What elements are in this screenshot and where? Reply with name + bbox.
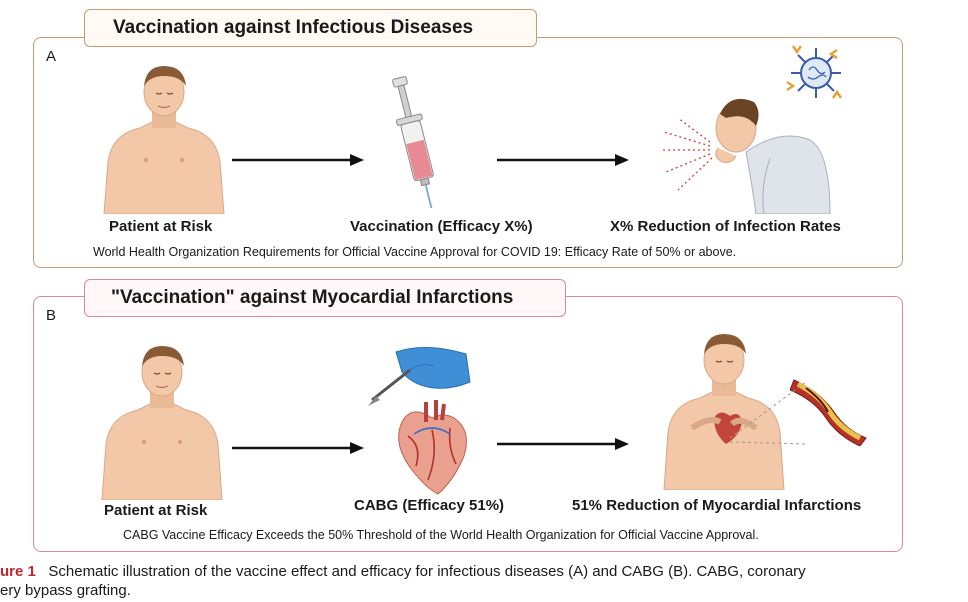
label-reduction-myocardial-infarctions: 51% Reduction of Myocardial Infarctions: [572, 497, 862, 514]
figure-label: ure 1: [0, 563, 36, 580]
panel-a-title: Vaccination against Infectious Diseases: [84, 9, 537, 47]
panel-b-note: CABG Vaccine Efficacy Exceeds the 50% Th…: [123, 528, 759, 542]
syringe-icon: [392, 76, 434, 209]
label-patient-at-risk-b: Patient at Risk: [104, 502, 208, 519]
patient-heart-figure: [663, 334, 785, 490]
label-vaccination: Vaccination (Efficacy X%): [350, 218, 533, 235]
virus-antibody-icon: [786, 45, 843, 99]
arrow-a1: [232, 154, 364, 166]
arrow-a2: [497, 154, 629, 166]
arrow-b1: [232, 442, 364, 454]
heart-cabg-icon: [398, 400, 467, 495]
coughing-person-figure: [662, 98, 831, 214]
label-patient-at-risk-a: Patient at Risk: [109, 218, 213, 235]
patient-at-risk-figure-a: [103, 66, 225, 214]
panel-b-letter: B: [46, 307, 57, 324]
caption-line-1: Schematic illustration of the vaccine ef…: [48, 563, 806, 580]
surgeon-hand-scalpel-icon: [368, 346, 471, 406]
label-cabg-efficacy: CABG (Efficacy 51%): [354, 497, 505, 514]
label-reduction-infection-rates: X% Reduction of Infection Rates: [610, 218, 841, 235]
zoom-lines: [730, 381, 809, 445]
arrow-b2: [497, 438, 629, 450]
patient-at-risk-figure-b: [101, 346, 223, 500]
caption-line-2: ery bypass grafting.: [0, 582, 131, 599]
artery-plaque-icon: [790, 379, 867, 446]
panel-a-letter: A: [46, 48, 57, 65]
panel-b-title: "Vaccination" against Myocardial Infarct…: [84, 279, 566, 317]
figure-caption: ure 1 Schematic illustration of the vacc…: [0, 562, 806, 600]
panel-a-note: World Health Organization Requirements f…: [93, 245, 737, 259]
